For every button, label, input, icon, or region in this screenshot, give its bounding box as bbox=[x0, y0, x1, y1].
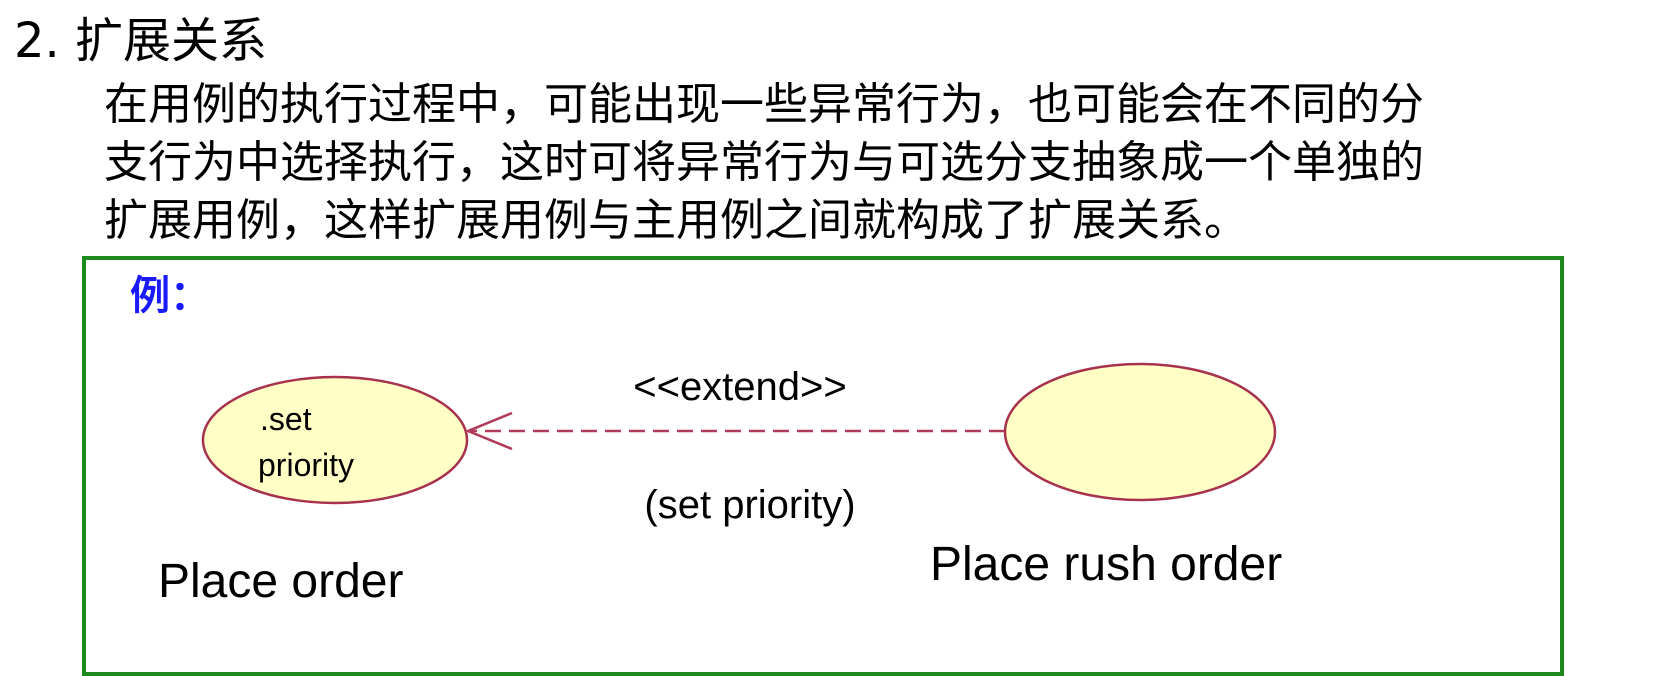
base-use-case-inner-line-2: priority bbox=[258, 447, 354, 483]
description-paragraph: 在用例的执行过程中，可能出现一些异常行为，也可能会在不同的分 支行为中选择执行，… bbox=[104, 76, 1644, 250]
section-heading: 2. 扩展关系 bbox=[14, 13, 268, 69]
extending-use-case-name: Place rush order bbox=[930, 538, 1282, 591]
example-label: 例： bbox=[130, 273, 210, 319]
base-use-case-name: Place order bbox=[158, 555, 403, 608]
extend-condition: (set priority) bbox=[644, 483, 855, 527]
paragraph-line-3: 扩展用例，这样扩展用例与主用例之间就构成了扩展关系。 bbox=[104, 195, 1248, 246]
base-use-case-inner-line-1: .set bbox=[260, 401, 312, 437]
base-use-case-ellipse[interactable] bbox=[201, 375, 469, 505]
paragraph-line-1: 在用例的执行过程中，可能出现一些异常行为，也可能会在不同的分 bbox=[104, 79, 1424, 130]
extending-use-case-ellipse[interactable] bbox=[1003, 362, 1277, 502]
extending-use-case: Place rush order bbox=[930, 362, 1282, 591]
base-use-case: .set priority Place order bbox=[158, 375, 469, 608]
extend-relationship: <<extend>> (set priority) bbox=[464, 365, 1005, 527]
extend-stereotype: <<extend>> bbox=[633, 365, 847, 409]
extend-arrowhead bbox=[464, 411, 513, 451]
paragraph-line-2: 支行为中选择执行，这时可将异常行为与可选分支抽象成一个单独的 bbox=[104, 137, 1424, 188]
use-case-diagram: .set priority Place order <<extend>> (se… bbox=[158, 362, 1282, 608]
